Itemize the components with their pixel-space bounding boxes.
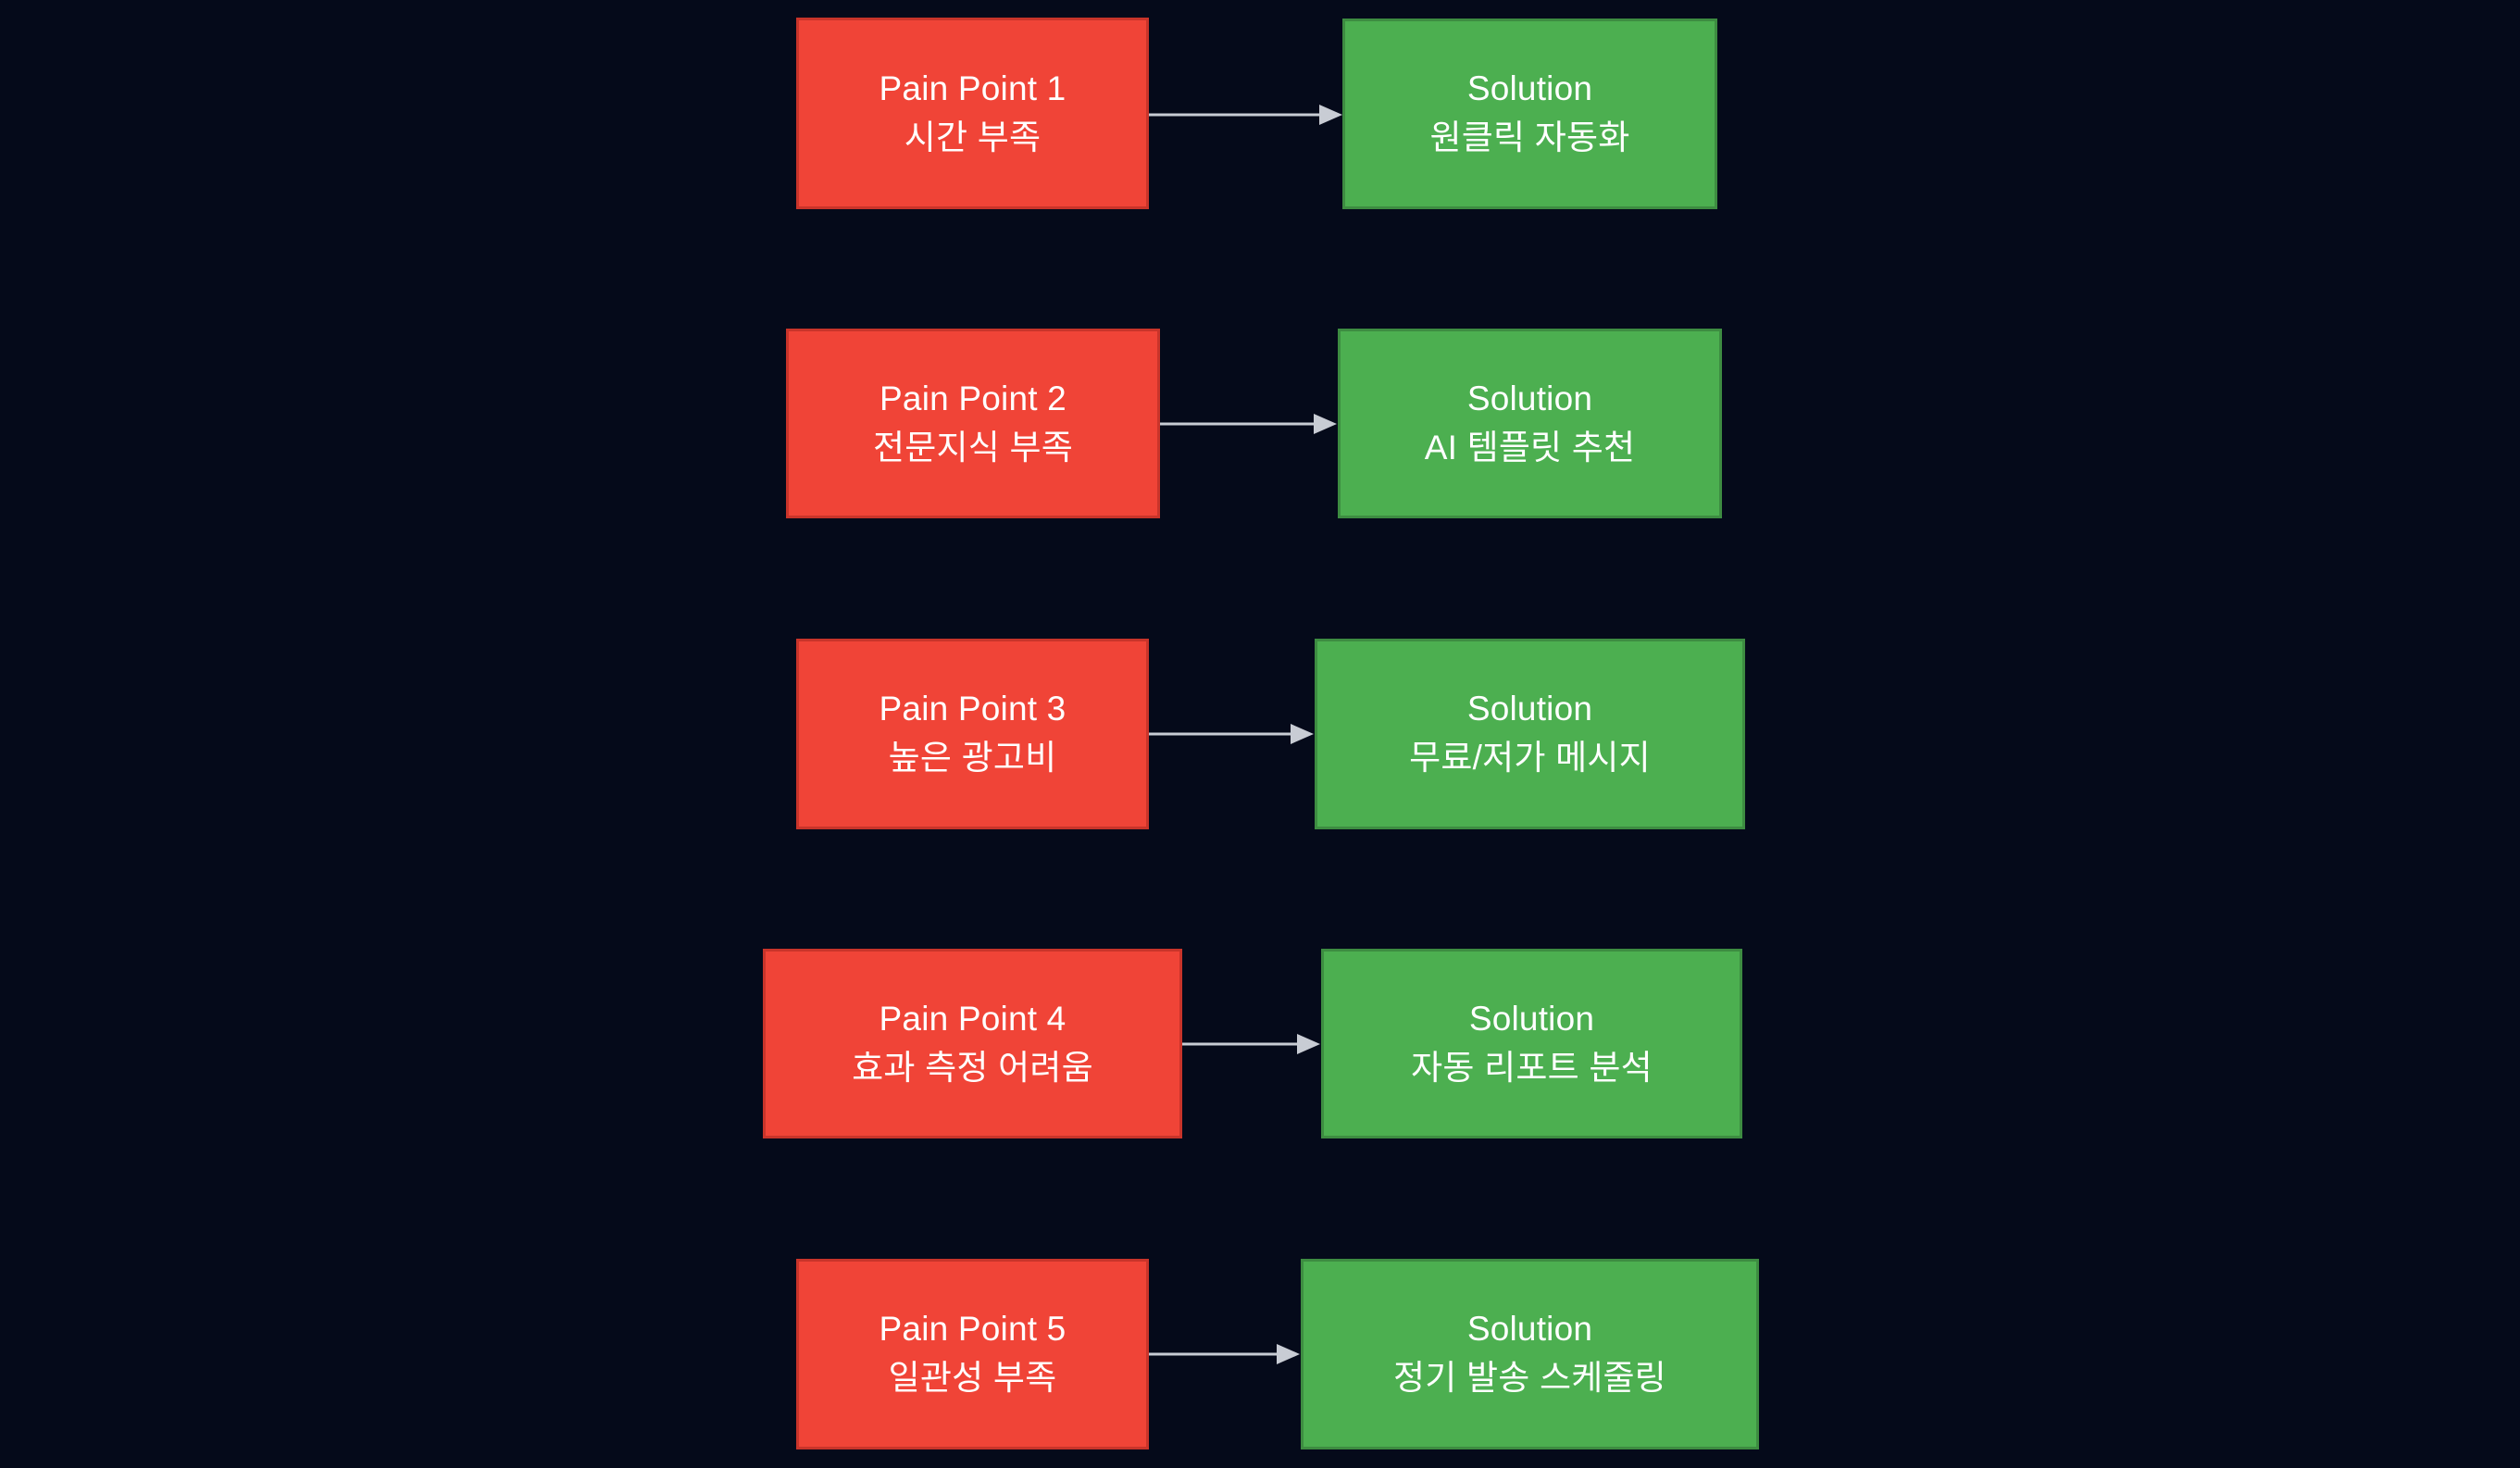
solution-5-node[interactable]: Solution 정기 발송 스케줄링 bbox=[1301, 1259, 1759, 1449]
pain-point-5-title: Pain Point 5 bbox=[879, 1310, 1067, 1349]
pain-point-3-detail: 높은 광고비 bbox=[888, 739, 1057, 777]
arrow-head-icon bbox=[1319, 105, 1342, 125]
pain-point-5-detail: 일관성 부족 bbox=[888, 1359, 1057, 1397]
arrow-pain-4-to-solution-4 bbox=[1182, 1034, 1320, 1054]
solution-3-node[interactable]: Solution 무료/저가 메시지 bbox=[1315, 639, 1745, 829]
arrow-head-icon bbox=[1314, 414, 1337, 434]
solution-3-detail: 무료/저가 메시지 bbox=[1409, 739, 1651, 777]
solution-4-title: Solution bbox=[1468, 999, 1595, 1038]
pain-point-5-node[interactable]: Pain Point 5 일관성 부족 bbox=[796, 1259, 1149, 1449]
arrow-head-icon bbox=[1297, 1034, 1320, 1054]
pain-point-1-title: Pain Point 1 bbox=[879, 68, 1067, 107]
arrow-pain-1-to-solution-1 bbox=[1149, 105, 1342, 125]
arrow-pain-2-to-solution-2 bbox=[1160, 414, 1337, 434]
pain-point-2-title: Pain Point 2 bbox=[880, 379, 1067, 417]
solution-3-title: Solution bbox=[1466, 690, 1593, 728]
solution-4-detail: 자동 리포트 분석 bbox=[1411, 1048, 1653, 1087]
pain-point-1-detail: 시간 부족 bbox=[904, 118, 1042, 156]
arrow-pain-5-to-solution-5 bbox=[1149, 1344, 1300, 1364]
pain-point-2-node[interactable]: Pain Point 2 전문지식 부족 bbox=[786, 329, 1160, 518]
arrow-head-icon bbox=[1277, 1344, 1300, 1364]
solution-1-detail: 원클릭 자동화 bbox=[1429, 118, 1630, 156]
arrow-head-icon bbox=[1291, 724, 1314, 744]
solution-5-detail: 정기 발송 스케줄링 bbox=[1393, 1359, 1666, 1397]
solution-2-detail: AI 템플릿 추천 bbox=[1424, 428, 1636, 467]
pain-point-2-detail: 전문지식 부족 bbox=[873, 428, 1073, 467]
solution-1-node[interactable]: Solution 원클릭 자동화 bbox=[1342, 19, 1717, 209]
arrow-pain-3-to-solution-3 bbox=[1149, 724, 1314, 744]
pain-point-3-title: Pain Point 3 bbox=[879, 690, 1067, 728]
pain-point-4-node[interactable]: Pain Point 4 효과 측정 어려움 bbox=[763, 949, 1182, 1138]
pain-point-3-node[interactable]: Pain Point 3 높은 광고비 bbox=[796, 639, 1149, 829]
solution-1-title: Solution bbox=[1466, 69, 1593, 108]
solution-2-title: Solution bbox=[1466, 379, 1593, 417]
solution-4-node[interactable]: Solution 자동 리포트 분석 bbox=[1321, 949, 1742, 1138]
pain-point-4-title: Pain Point 4 bbox=[879, 999, 1067, 1038]
solution-5-title: Solution bbox=[1466, 1310, 1593, 1349]
pain-point-4-detail: 효과 측정 어려움 bbox=[852, 1048, 1093, 1087]
pain-point-1-node[interactable]: Pain Point 1 시간 부족 bbox=[796, 18, 1149, 209]
solution-2-node[interactable]: Solution AI 템플릿 추천 bbox=[1338, 329, 1722, 518]
